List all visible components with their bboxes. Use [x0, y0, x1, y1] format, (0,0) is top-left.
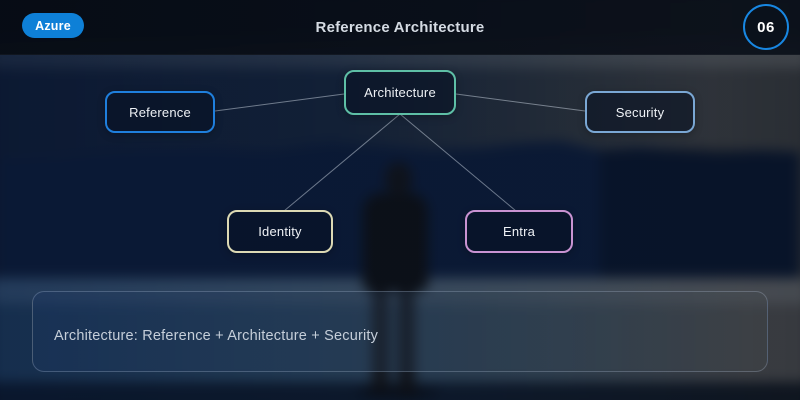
person-leg — [372, 288, 389, 388]
summary-text: Architecture: Reference + Architecture +… — [54, 327, 379, 344]
node-label: Identity — [258, 224, 302, 239]
diagram-node-architecture[interactable]: Architecture — [344, 70, 456, 115]
node-label: Security — [615, 104, 665, 120]
person-leg — [398, 288, 415, 391]
azure-button[interactable]: Azure — [22, 13, 84, 38]
diagram-node-security[interactable]: Security — [585, 91, 695, 133]
summary-panel: Architecture: Reference + Architecture +… — [32, 291, 768, 372]
person-foot — [396, 388, 419, 397]
diagram-node-entra[interactable]: Entra — [465, 210, 573, 253]
diagram-node-identity[interactable]: Identity — [227, 210, 333, 253]
slide-counter-badge: 06 — [743, 4, 789, 50]
person-foot — [368, 386, 391, 395]
page-title: Reference Architecture — [315, 18, 485, 36]
node-label: Reference — [129, 104, 191, 120]
header-bar: Azure Reference Architecture 06 — [0, 0, 800, 55]
node-label: Architecture — [364, 85, 436, 100]
node-label: Entra — [502, 224, 536, 239]
diagram-node-reference[interactable]: Reference — [105, 91, 215, 133]
